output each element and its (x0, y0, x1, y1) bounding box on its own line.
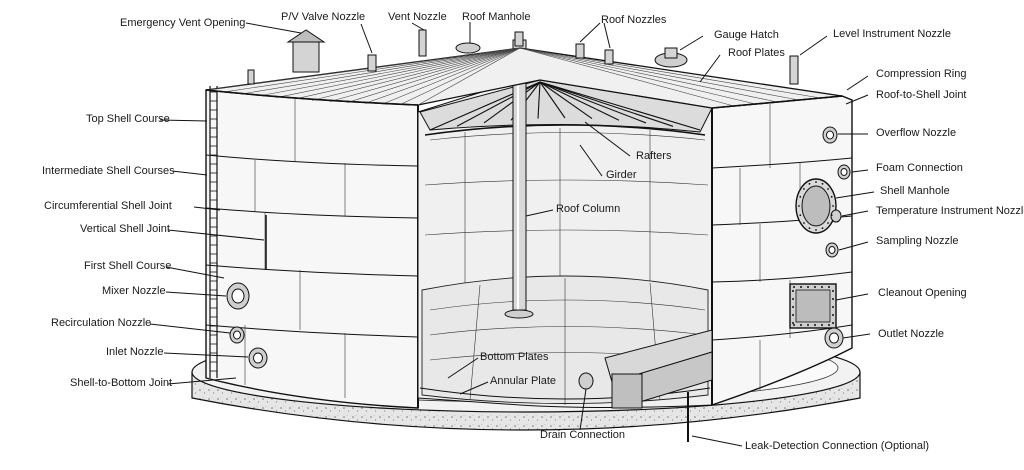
label-first-shell-course: First Shell Course (84, 260, 172, 272)
label-roof-column: Roof Column (556, 203, 621, 215)
label-intermediate-shell-courses: Intermediate Shell Courses (42, 165, 175, 177)
label-vent-nozzle: Vent Nozzle (388, 11, 447, 23)
label-pv-valve-nozzle: P/V Valve Nozzle (281, 11, 366, 23)
cleanout-channel (578, 329, 713, 442)
label-foam-connection: Foam Connection (876, 162, 963, 174)
label-roof-nozzles: Roof Nozzles (601, 14, 667, 26)
label-leak-detection-connection: Leak-Detection Connection (Optional) (745, 440, 930, 452)
leader-lines (149, 22, 875, 447)
left-nozzles (226, 282, 268, 369)
label-gauge-hatch: Gauge Hatch (714, 29, 779, 41)
right-shell (711, 95, 853, 406)
label-roof-plates: Roof Plates (728, 47, 785, 59)
label-circumferential-shell-joint: Circumferential Shell Joint (44, 200, 172, 212)
label-roof-to-shell-joint: Roof-to-Shell Joint (876, 89, 967, 101)
label-shell-manhole: Shell Manhole (880, 185, 950, 197)
label-outlet-nozzle: Outlet Nozzle (878, 328, 945, 340)
label-emergency-vent-opening: Emergency Vent Opening (120, 17, 246, 29)
label-shell-to-bottom-joint: Shell-to-Bottom Joint (70, 377, 173, 389)
label-level-instrument-nozzle: Level Instrument Nozzle (833, 28, 951, 40)
label-top-shell-course: Top Shell Course (86, 113, 170, 125)
label-roof-manhole: Roof Manhole (462, 11, 531, 23)
label-vertical-shell-joint: Vertical Shell Joint (80, 223, 170, 235)
label-cleanout-opening: Cleanout Opening (878, 287, 967, 299)
label-inlet-nozzle: Inlet Nozzle (106, 346, 164, 358)
label-bottom-plates: Bottom Plates (480, 351, 549, 363)
label-sampling-nozzle: Sampling Nozzle (876, 235, 959, 247)
label-recirculation-nozzle: Recirculation Nozzle (51, 317, 152, 329)
label-mixer-nozzle: Mixer Nozzle (102, 285, 166, 297)
label-girder: Girder (606, 169, 637, 181)
label-compression-ring: Compression Ring (876, 68, 967, 80)
label-rafters: Rafters (636, 150, 672, 162)
label-drain-connection: Drain Connection (540, 429, 625, 441)
label-overflow-nozzle: Overflow Nozzle (876, 127, 957, 139)
label-temperature-instrument-nozzle: Temperature Instrument Nozzle (876, 205, 1024, 217)
left-shell (205, 86, 419, 409)
label-annular-plate: Annular Plate (490, 375, 557, 387)
roof (205, 29, 843, 109)
